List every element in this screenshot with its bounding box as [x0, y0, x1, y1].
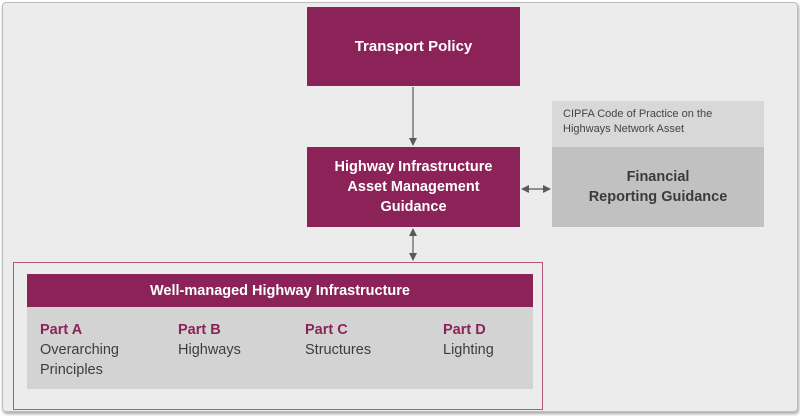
part-b-desc: Highways	[178, 342, 241, 358]
part-c-desc: Structures	[305, 342, 372, 358]
well-managed-title: Well-managed Highway Infrastructure	[150, 282, 410, 299]
part-c-title: Part C	[305, 322, 348, 338]
transport-policy-label: Transport Policy	[354, 38, 473, 55]
part-a-desc: Overarching Principles	[40, 342, 119, 378]
part-a: Part A Overarching Principles	[40, 320, 119, 380]
asset-guidance-label: Highway Infrastructure Asset Management …	[334, 159, 493, 215]
part-d: Part D Lighting	[443, 320, 494, 360]
part-b-title: Part B	[178, 322, 221, 338]
well-managed-frame	[13, 262, 543, 410]
part-d-title: Part D	[443, 322, 486, 338]
cipfa-header-box: CIPFA Code of Practice on the Highways N…	[552, 101, 764, 147]
cipfa-header-label: CIPFA Code of Practice on the Highways N…	[563, 108, 713, 135]
part-b: Part B Highways	[178, 320, 241, 360]
part-a-title: Part A	[40, 322, 83, 338]
financial-reporting-label: Financial Reporting Guidance	[588, 169, 728, 205]
transport-policy-box: Transport Policy	[307, 7, 520, 86]
well-managed-title-bar: Well-managed Highway Infrastructure	[27, 274, 533, 307]
part-d-desc: Lighting	[443, 342, 494, 358]
financial-reporting-box: Financial Reporting Guidance	[552, 147, 764, 227]
part-c: Part C Structures	[305, 320, 371, 360]
asset-guidance-box: Highway Infrastructure Asset Management …	[307, 147, 520, 227]
parts-panel: Part A Overarching Principles Part B Hig…	[27, 307, 533, 389]
